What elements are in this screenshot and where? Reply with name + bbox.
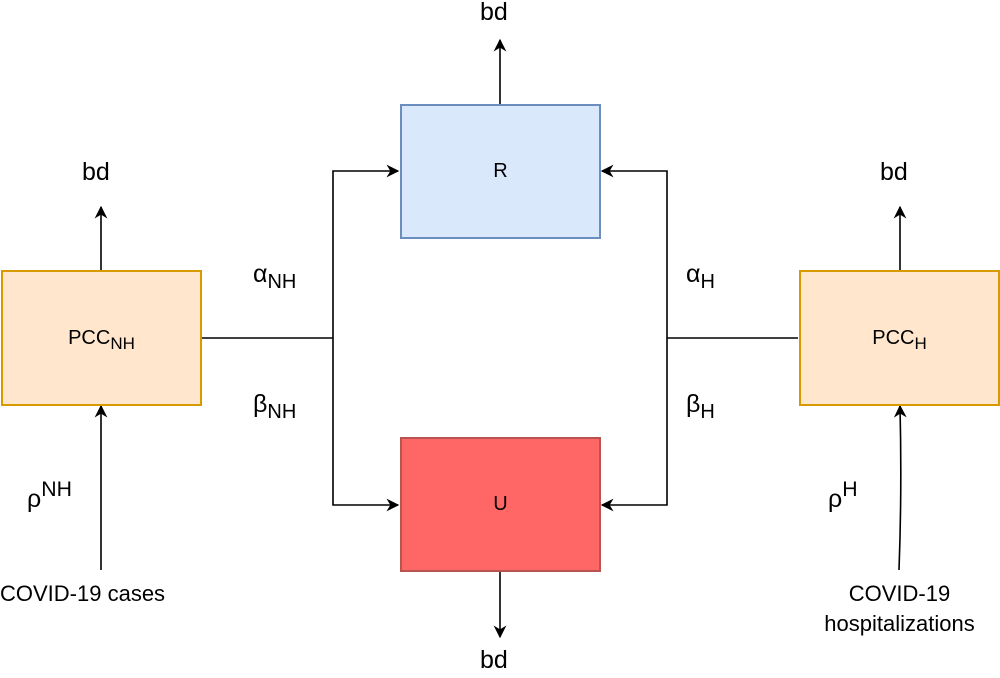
outflow-label-u: bd	[480, 646, 508, 674]
label-rho-nh: ρNH	[27, 477, 72, 513]
node-pcc-nh[interactable]: PCCNH	[1, 270, 202, 406]
input-covid-cases: COVID-19 cases	[0, 581, 166, 606]
node-pcc-h-label: PCCH	[872, 326, 927, 353]
label-alpha-h: αH	[686, 260, 715, 293]
label-beta-nh: βNH	[253, 390, 297, 423]
input-covid-hospitalizations: COVID-19 hospitalizations	[812, 579, 987, 639]
node-r[interactable]: R	[400, 104, 601, 239]
input-hosp-line2: hospitalizations	[824, 611, 975, 636]
arrow-pcc-nh-to-u	[332, 338, 400, 512]
label-alpha-nh: αNH	[253, 260, 297, 293]
node-pcc-h[interactable]: PCCH	[799, 270, 1000, 406]
node-u[interactable]: U	[400, 437, 601, 572]
node-r-label: R	[493, 160, 508, 182]
arrow-pcc-h-to-r	[600, 164, 668, 338]
outflow-label-pcc-nh: bd	[82, 158, 110, 186]
label-beta-h: βH	[686, 390, 715, 423]
node-u-label: U	[493, 493, 508, 515]
input-hosp-line1: COVID-19	[848, 581, 951, 606]
arrow-hosp-to-pcc-h	[893, 404, 907, 571]
arrow-pcc-h-to-u	[600, 338, 668, 512]
outflow-label-r: bd	[480, 0, 508, 26]
arrow-pcc-nh-to-r	[332, 164, 400, 338]
outflow-label-pcc-h: bd	[880, 158, 908, 186]
node-pcc-nh-label: PCCNH	[68, 326, 135, 353]
label-rho-h: ρH	[828, 477, 858, 513]
